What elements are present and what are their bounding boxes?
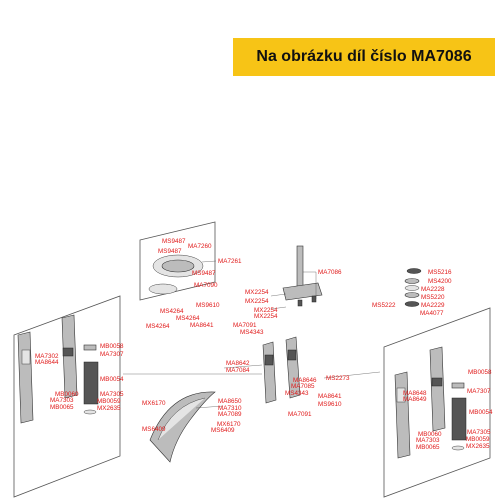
part-label: MA7089 (218, 411, 242, 418)
part-label: MA7307 (100, 351, 124, 358)
part-label: MA7084 (226, 367, 250, 374)
part-label: MA8642 (226, 360, 250, 367)
part-label: MX2635 (97, 405, 121, 412)
part-label: MX2635 (466, 443, 490, 450)
part-label: MA7305 (467, 429, 491, 436)
part-label: MA7091 (233, 322, 257, 329)
part-label: MB0058 (100, 343, 124, 350)
part-label: MA7302 (35, 353, 59, 360)
part-label: MS9610 (196, 302, 220, 309)
part-label: MS4343 (285, 390, 309, 397)
banner-title: Na obrázku díl číslo MA7086 (256, 48, 472, 65)
front-fender (149, 391, 216, 463)
steering-stem (282, 245, 323, 307)
part-label: MA8641 (318, 393, 342, 400)
part-label: MA7086 (318, 269, 342, 276)
headlight-detail-box (139, 221, 216, 301)
bearing-kit (404, 268, 422, 307)
part-label: MA7090 (194, 282, 218, 289)
left-fork-parts (17, 314, 99, 424)
part-label: MA2229 (421, 302, 445, 309)
part-label: MS5222 (372, 302, 396, 309)
part-label: MB0054 (100, 376, 124, 383)
right-fork-detail-box (383, 307, 491, 498)
part-label: MS4343 (240, 329, 264, 336)
part-label: MA7260 (188, 243, 212, 250)
part-label: MA2228 (421, 286, 445, 293)
part-label: MS6409 (211, 427, 235, 434)
part-label: MS9487 (158, 248, 182, 255)
part-label: MA8649 (403, 396, 427, 403)
headlight-cover (148, 254, 204, 295)
part-label: MB0060 (55, 391, 79, 398)
part-label: MX2254 (254, 313, 278, 320)
part-label: MA7303 (50, 397, 74, 404)
part-label: MA4077 (420, 310, 444, 317)
part-label: MB0058 (468, 369, 492, 376)
part-label: MA7091 (288, 411, 312, 418)
part-label: MS4264 (176, 315, 200, 322)
part-label: MA7310 (218, 405, 242, 412)
part-label: MB0059 (466, 436, 490, 443)
part-label: MS9610 (318, 401, 342, 408)
part-label: MB0065 (416, 444, 440, 451)
part-label: MB0054 (469, 409, 493, 416)
part-label: MA7307 (467, 388, 491, 395)
right-fork-parts (394, 346, 467, 459)
part-labels: MS9487 MA7260 MS9487 MA7261 MS9487 MA709… (35, 238, 493, 451)
part-label: MA7085 (291, 383, 315, 390)
part-label: MS4264 (146, 323, 170, 330)
part-label: MX6170 (142, 400, 166, 407)
part-number-banner: Na obrázku díl číslo MA7086 (233, 38, 495, 76)
part-label: MS2273 (326, 375, 350, 382)
part-label: MS4200 (428, 278, 452, 285)
part-label: MX2254 (254, 307, 278, 314)
part-label: MS5220 (421, 294, 445, 301)
left-fork-detail-box (13, 295, 121, 498)
part-label: MS5216 (428, 269, 452, 276)
part-label: MA8646 (293, 377, 317, 384)
part-label: MA7261 (218, 258, 242, 265)
part-label: MA8641 (190, 322, 214, 329)
part-label: MS9487 (162, 238, 186, 245)
part-label: MA7303 (416, 437, 440, 444)
part-label: MX2254 (245, 298, 269, 305)
part-label: MA7305 (100, 391, 124, 398)
part-label: MS9487 (192, 270, 216, 277)
center-fork-legs (262, 336, 301, 404)
part-label: MB0065 (50, 404, 74, 411)
part-label: MS6409 (142, 426, 166, 433)
part-label: MA8644 (35, 359, 59, 366)
part-label: MX6170 (217, 421, 241, 428)
part-label: MA8650 (218, 398, 242, 405)
part-label: MB0059 (97, 398, 121, 405)
part-label: MA8648 (403, 390, 427, 397)
leader-lines (123, 260, 381, 409)
part-label: MB0060 (418, 431, 442, 438)
part-label: MX2254 (245, 289, 269, 296)
part-label: MS4264 (160, 308, 184, 315)
